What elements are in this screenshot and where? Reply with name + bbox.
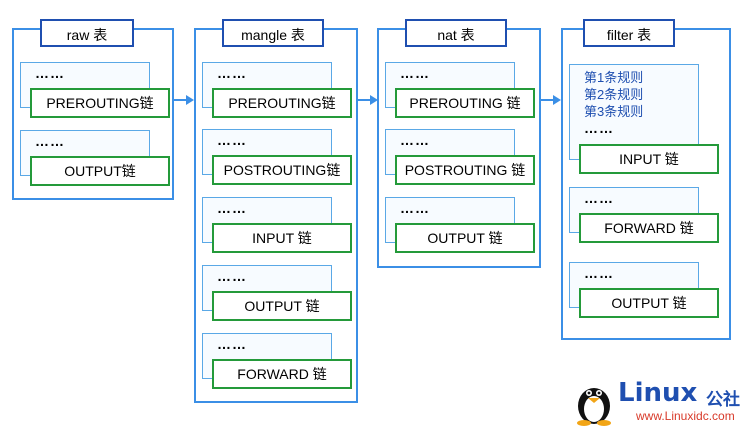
filter-table-title: filter 表 [583,19,675,47]
rule-placeholder: …… [400,65,430,81]
rule-placeholder: …… [217,268,247,284]
chain-postrouting: POSTROUTING链 [212,155,352,185]
rule-placeholder: …… [35,133,65,149]
chain-input: INPUT 链 [212,223,352,253]
rule-item: 第2条规则 [584,87,644,102]
rule-item: 第3条规则 [584,104,644,119]
arrow-nat-to-filter [541,95,561,105]
raw-table: raw 表 …… PREROUTING链 …… OUTPUT链 [12,19,174,200]
rule-placeholder: …… [35,65,65,81]
nat-table-title: nat 表 [405,19,507,47]
rule-placeholder: …… [584,120,614,136]
chain-output: OUTPUT 链 [579,288,719,318]
rule-placeholder: …… [217,65,247,81]
penguin-icon [577,388,611,426]
rule-placeholder: …… [217,132,247,148]
rule-placeholder: …… [217,200,247,216]
rule-placeholder: …… [584,265,614,281]
rule-item: 第1条规则 [584,70,644,85]
chain-postrouting: POSTROUTING 链 [395,155,535,185]
arrow-mangle-to-nat [358,95,378,105]
filter-rule-list: 第1条规则 第2条规则 第3条规则 …… [584,69,643,137]
chain-prerouting: PREROUTING 链 [395,88,535,118]
chain-output: OUTPUT 链 [212,291,352,321]
nat-table: nat 表 …… PREROUTING 链 …… POSTROUTING 链 …… [377,19,541,268]
chain-forward: FORWARD 链 [212,359,352,389]
rule-placeholder: …… [584,190,614,206]
rule-placeholder: …… [217,336,247,352]
chain-output: OUTPUT链 [30,156,170,186]
mangle-table-title: mangle 表 [222,19,324,47]
logo-brand-cn: 公社 [706,390,740,409]
chain-prerouting: PREROUTING链 [30,88,170,118]
raw-table-title: raw 表 [40,19,134,47]
chain-forward: FORWARD 链 [579,213,719,243]
logo-url: www.Linuxidc.com [636,409,735,423]
filter-table: filter 表 第1条规则 第2条规则 第3条规则 …… INPUT 链 ……… [561,19,731,340]
chain-output: OUTPUT 链 [395,223,535,253]
arrow-raw-to-mangle [174,95,194,105]
linux-logo: Linux 公社 www.Linuxidc.com [572,376,746,426]
chain-prerouting: PREROUTING链 [212,88,352,118]
rule-placeholder: …… [400,200,430,216]
rule-placeholder: …… [400,132,430,148]
logo-brand: Linux [618,378,698,408]
mangle-table: mangle 表 …… PREROUTING链 …… POSTROUTING链 … [194,19,358,403]
chain-input: INPUT 链 [579,144,719,174]
